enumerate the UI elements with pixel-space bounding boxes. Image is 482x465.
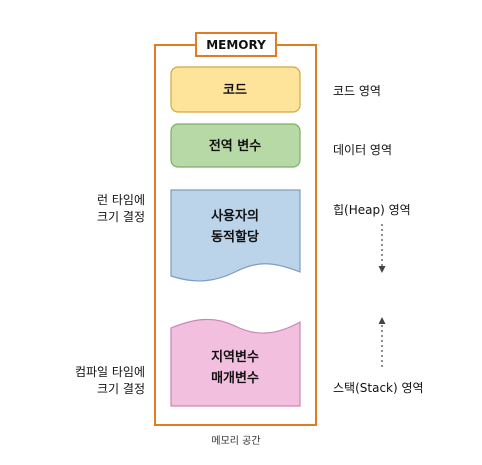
stack-label-line1: 지역변수 — [211, 349, 259, 365]
stack-region-label: 스택(Stack) 영역 — [333, 381, 424, 395]
runtime-note-line1: 런 타임에 — [97, 193, 145, 207]
heap-growth-arrow-head — [378, 266, 386, 273]
runtime-note-line2: 크기 결정 — [97, 210, 145, 224]
code-block — [170, 66, 301, 113]
stack-label-line2: 매개변수 — [211, 371, 259, 386]
stack-growth-arrow-head — [378, 317, 386, 324]
heap-label-line2: 동적할당 — [211, 229, 259, 245]
heap-block — [170, 189, 301, 282]
data-region-label: 데이터 영역 — [333, 143, 392, 157]
memory-space-caption: 메모리 공간 — [211, 435, 260, 447]
global-variable-label: 전역 변수 — [209, 138, 261, 154]
stack-block — [170, 318, 301, 407]
code-region-label: 코드 영역 — [333, 84, 381, 98]
heap-region-label: 힙(Heap) 영역 — [333, 203, 411, 217]
memory-title-box — [195, 32, 277, 57]
global-variable-block — [170, 123, 301, 168]
compile-note-line2: 크기 결정 — [97, 382, 145, 396]
heap-label-line1: 사용자의 — [211, 208, 259, 224]
compile-note-line1: 컴파일 타임에 — [75, 365, 145, 379]
code-block-label: 코드 — [223, 83, 247, 98]
memory-title: MEMORY — [206, 38, 266, 52]
